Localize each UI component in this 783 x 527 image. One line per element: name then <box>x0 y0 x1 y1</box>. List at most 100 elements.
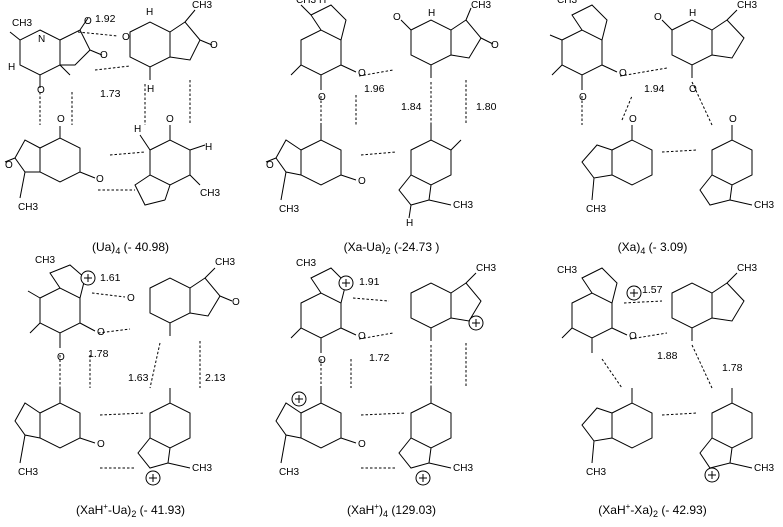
svg-text:H: H <box>146 7 153 18</box>
svg-text:O: O <box>166 114 174 125</box>
distance-label: 1.88 <box>657 350 678 362</box>
svg-text:O: O <box>358 68 366 79</box>
svg-text:O: O <box>37 85 45 96</box>
distance-label: 1.72 <box>369 352 390 364</box>
svg-text:O: O <box>318 92 326 103</box>
svg-text:CH3: CH3 <box>215 257 235 268</box>
panel-xaua2: H CH3 O O H CH3 O O O CH3 O H CH3 1.96 1… <box>261 0 522 263</box>
svg-text:CH3: CH3 <box>476 263 496 274</box>
svg-text:O: O <box>97 327 105 338</box>
atom-labels: CH3 N O O H O O H CH3 O H O CH3 O O H O … <box>5 0 220 213</box>
svg-text:O: O <box>629 114 637 125</box>
ua-monomer <box>9 17 103 88</box>
svg-text:O: O <box>210 40 218 51</box>
svg-text:CH3: CH3 <box>192 0 212 11</box>
ua-monomer <box>129 9 213 80</box>
charge-plus-icon <box>80 270 96 286</box>
structure-xa4: CH3 O O H CH3 O O CH3 O O CH3 1.94 <box>549 0 774 215</box>
panel-caption: (XaH+-Ua)2 (- 41.93) <box>75 502 186 519</box>
panel-xah4: CH3 O O CH3 CH3 O CH3 1.91 1.72 (XaH+)4 … <box>261 258 522 526</box>
panel-caption: (XaH+)4 (129.03) <box>346 502 437 519</box>
svg-text:CH3: CH3 <box>471 0 491 11</box>
panel-xa4: CH3 O O H CH3 O O CH3 O O CH3 1.94 (Xa)4… <box>522 0 783 263</box>
svg-text:CH3: CH3 <box>35 255 55 266</box>
svg-text:CH3: CH3 <box>200 188 220 199</box>
distance-label: 1.91 <box>359 276 380 288</box>
svg-text:CH3: CH3 <box>737 0 757 11</box>
svg-text:CH3: CH3 <box>296 258 316 269</box>
distance-label: 1.92 <box>95 13 116 25</box>
svg-text:H: H <box>134 124 141 135</box>
hbond-line <box>39 31 191 191</box>
svg-text:O: O <box>358 176 366 187</box>
svg-text:CH3: CH3 <box>586 467 606 478</box>
svg-text:H: H <box>689 8 696 19</box>
panel-xahxa2: CH3 O CH3 CH3 CH3 1.57 1.88 1.78 (XaH+-X… <box>522 263 783 526</box>
svg-text:CH3: CH3 <box>453 463 473 474</box>
svg-text:H: H <box>8 62 15 73</box>
svg-text:CH3: CH3 <box>192 463 212 474</box>
svg-text:CH3: CH3 <box>737 263 757 274</box>
distance-label: 1.73 <box>100 88 121 100</box>
distance-label: 1.61 <box>100 272 121 284</box>
svg-text:O: O <box>84 16 92 27</box>
distance-label: 1.63 <box>128 372 149 384</box>
distance-label: 2.13 <box>205 372 226 384</box>
ua-monomer <box>4 126 96 199</box>
svg-text:CH3: CH3 <box>557 0 577 6</box>
svg-text:O: O <box>491 40 499 51</box>
svg-text:O: O <box>654 12 662 23</box>
svg-text:CH3: CH3 <box>18 202 38 213</box>
svg-text:CH3: CH3 <box>279 467 299 478</box>
charge-plus-icon <box>338 275 354 291</box>
svg-text:CH3: CH3 <box>754 200 774 211</box>
svg-text:O: O <box>127 293 135 304</box>
svg-text:O: O <box>729 114 737 125</box>
svg-text:O: O <box>266 160 274 171</box>
svg-text:CH3: CH3 <box>453 200 473 211</box>
distance-label: 1.78 <box>88 348 109 360</box>
distance-label: 1.96 <box>364 83 385 95</box>
charge-plus-icon <box>291 391 307 407</box>
svg-text:CH3: CH3 <box>18 467 38 478</box>
svg-text:O: O <box>393 12 401 23</box>
structure-ua4: CH3 N O O H O O H CH3 O H O CH3 O O H O … <box>4 0 220 213</box>
svg-text:H: H <box>406 218 413 229</box>
panel-ua4: CH3 N O O H O O H CH3 O H O CH3 O O H O … <box>0 0 261 263</box>
svg-text:CH3: CH3 <box>754 463 774 474</box>
ua-monomer <box>134 125 206 206</box>
svg-text:O: O <box>689 84 697 95</box>
distance-label: 1.57 <box>642 284 663 296</box>
svg-text:CH3: CH3 <box>557 265 577 276</box>
panel-caption: (XaH+-Xa)2 (- 42.93) <box>598 502 707 519</box>
distance-label: 1.78 <box>722 362 743 374</box>
svg-text:O: O <box>358 331 366 342</box>
svg-text:H: H <box>147 84 154 95</box>
structure-xaua2: H CH3 O O H CH3 O O O CH3 O H CH3 1.96 1… <box>265 0 499 229</box>
panel-caption: (Xa-Ua)2 (-24.73 ) <box>343 240 440 256</box>
panel-caption: (Xa)4 (- 3.09) <box>617 240 688 256</box>
structure-xahua2: CH3 O O O CH3 O CH3 O CH3 1.61 1.78 1.63… <box>14 255 240 486</box>
svg-text:H: H <box>205 142 212 153</box>
svg-text:H: H <box>319 0 326 6</box>
distance-label: 1.80 <box>476 101 497 113</box>
structure-xah4: CH3 O O CH3 CH3 O CH3 1.91 1.72 <box>275 258 496 486</box>
svg-text:O: O <box>629 331 637 342</box>
charge-plus-icon <box>468 315 484 331</box>
svg-text:O: O <box>57 114 65 125</box>
svg-text:O: O <box>5 160 13 171</box>
charge-plus-icon <box>704 467 720 483</box>
distance-label: 1.84 <box>401 101 422 113</box>
svg-text:CH3: CH3 <box>296 0 316 6</box>
charge-plus-icon <box>145 470 161 486</box>
svg-text:O: O <box>57 352 65 363</box>
svg-text:O: O <box>619 68 627 79</box>
panel-caption: (Ua)4 (- 40.98) <box>91 240 170 256</box>
charge-plus-icon <box>626 285 642 301</box>
svg-text:H: H <box>428 8 435 19</box>
structure-xahxa2: CH3 O CH3 CH3 CH3 1.57 1.88 1.78 <box>557 263 774 483</box>
svg-text:CH3: CH3 <box>12 18 32 29</box>
svg-text:O: O <box>97 439 105 450</box>
distance-label: 1.94 <box>644 83 665 95</box>
svg-text:O: O <box>358 439 366 450</box>
